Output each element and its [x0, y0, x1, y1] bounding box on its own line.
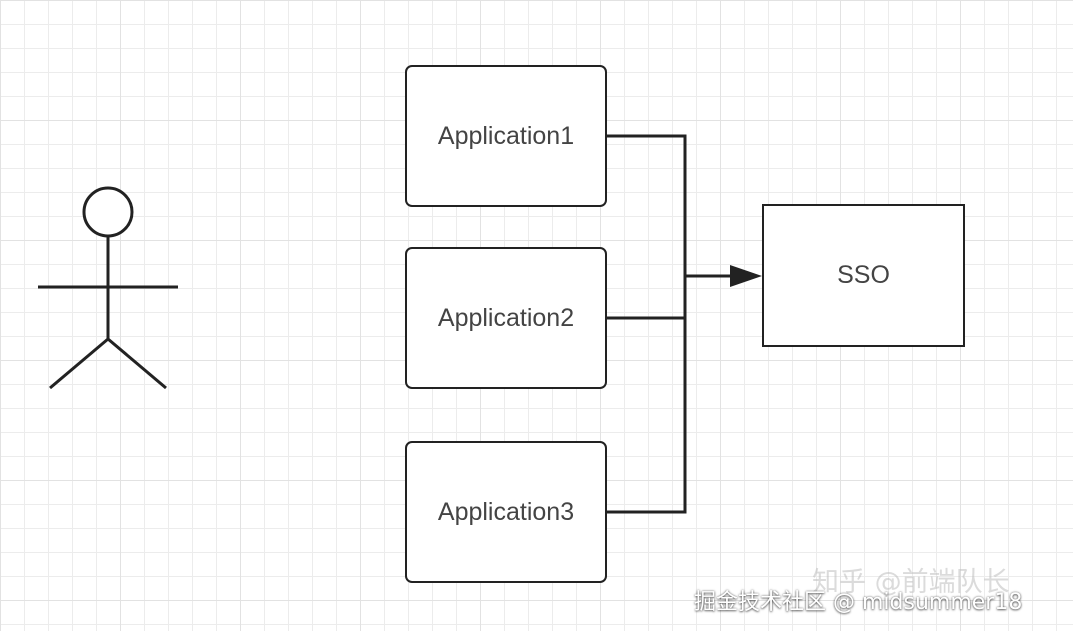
actor-right-leg [107, 337, 167, 390]
actor-stick-figure [38, 186, 178, 390]
edge-app1-to-sso [607, 134, 687, 276]
zhihu-watermark: 知乎 @前端队长 [812, 567, 1010, 598]
edge-app3-to-sso [607, 276, 687, 514]
juejin-watermark: 掘金技术社区 @ midsummer18 [694, 590, 1023, 615]
arrowhead-to-sso [730, 265, 762, 287]
actor-head [82, 186, 134, 238]
application1-node[interactable]: Application1 [405, 65, 607, 207]
application3-node[interactable]: Application3 [405, 441, 607, 583]
application2-node[interactable]: Application2 [405, 247, 607, 389]
actor-left-leg [49, 337, 109, 390]
sso-node[interactable]: SSO [762, 204, 965, 347]
